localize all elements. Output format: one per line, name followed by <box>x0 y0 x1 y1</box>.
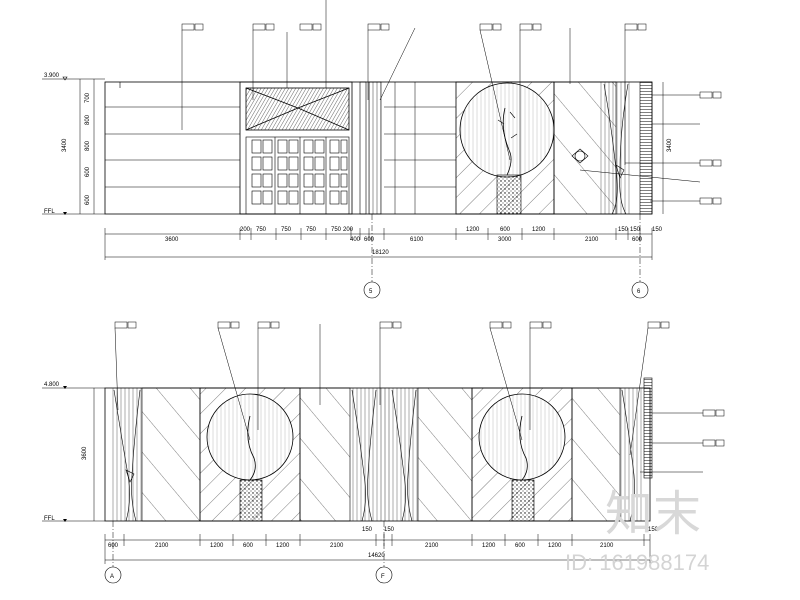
lower-level-marks: 4.800 FFL 3600 <box>42 382 105 522</box>
upper-cabinet <box>239 81 353 215</box>
lower-dim: 150 <box>362 527 373 533</box>
upper-column <box>359 81 382 215</box>
upper-dim: 150 <box>652 227 663 233</box>
lower-curtain-right <box>620 377 653 522</box>
upper-height-total: 3400 <box>62 138 68 152</box>
upper-feature-wall <box>455 81 555 215</box>
upper-height-right: 3400 <box>667 138 673 152</box>
upper-height-seg: 600 <box>85 166 91 177</box>
lower-dim-total: 14620 <box>368 553 385 559</box>
upper-dim: 6100 <box>410 237 424 243</box>
lower-dim: 150 <box>384 527 395 533</box>
upper-dim: 1200 <box>532 227 546 233</box>
upper-height-segments: 700 800 800 600 600 <box>85 92 91 205</box>
upper-level-label: 3.900 <box>44 73 60 79</box>
upper-dim: 750 <box>256 227 267 233</box>
upper-height-seg: 700 <box>85 92 91 103</box>
lower-dim: 600 <box>243 543 254 549</box>
upper-dim: 1200 <box>466 227 480 233</box>
upper-fixture-icon <box>571 148 589 164</box>
lower-dim: 600 <box>108 543 119 549</box>
upper-elevation: 3.900 FFL 3400 700 800 800 600 600 <box>42 0 722 299</box>
upper-dimension-line: 3600 200 750 750 750 750 200 400 600 610… <box>104 227 663 260</box>
upper-dim: 200 <box>240 227 251 233</box>
lower-dim: 1200 <box>276 543 290 549</box>
lower-curtain-left <box>112 388 142 522</box>
upper-dim: 600 <box>500 227 511 233</box>
upper-curtain <box>600 81 653 215</box>
upper-height-seg: 800 <box>85 140 91 151</box>
upper-middle-panels <box>384 82 456 214</box>
lower-elevation: 4.800 FFL 3600 <box>42 321 725 584</box>
lower-dim: 1200 <box>548 543 562 549</box>
watermark-logo: 知末 <box>605 488 701 541</box>
lower-height-total: 3600 <box>82 446 88 460</box>
watermark: 知末 ID: 161988174 <box>565 488 709 575</box>
upper-dim: 3000 <box>498 237 512 243</box>
upper-floor-label: FFL <box>44 209 55 215</box>
upper-callouts <box>181 0 722 205</box>
upper-level-marks: 3.900 FFL 3400 700 800 800 600 600 <box>42 73 105 215</box>
lower-dim: 600 <box>515 543 526 549</box>
lower-dim: 2100 <box>425 543 439 549</box>
lower-dim: 2100 <box>330 543 344 549</box>
upper-axis-markers: 5 6 <box>363 214 649 299</box>
upper-dim: 150 <box>630 227 641 233</box>
lower-level-label: 4.800 <box>44 382 60 388</box>
upper-dim: 200 <box>343 227 354 233</box>
lower-dim: 150 <box>648 527 659 533</box>
lower-dim: 2100 <box>155 543 169 549</box>
lower-feature-wall-right <box>471 387 573 522</box>
lower-dim: 2100 <box>600 543 614 549</box>
upper-dim: 750 <box>306 227 317 233</box>
upper-axis-left: 5 <box>369 289 373 295</box>
upper-dim: 600 <box>364 237 375 243</box>
upper-height-seg: 800 <box>85 114 91 125</box>
upper-dim: 3600 <box>165 237 179 243</box>
lower-axis-markers: A F <box>104 521 393 584</box>
lower-axis-left: A <box>110 574 114 580</box>
upper-dim: 750 <box>331 227 342 233</box>
lower-curtain-middle <box>350 388 418 522</box>
lower-feature-wall-left <box>199 387 301 522</box>
upper-dim: 600 <box>632 237 643 243</box>
lower-callouts <box>114 321 725 473</box>
upper-wall-panels <box>105 82 240 188</box>
upper-dim: 150 <box>618 227 629 233</box>
lower-floor-label: FFL <box>44 516 55 522</box>
upper-dim-total: 18120 <box>372 250 389 256</box>
lower-dimension-line: 600 2100 1200 600 1200 2100 150 150 2100… <box>104 527 659 564</box>
watermark-id: ID: 161988174 <box>565 550 709 575</box>
upper-dim: 400 <box>350 237 361 243</box>
lower-dim: 1200 <box>210 543 224 549</box>
lower-axis-right: F <box>381 574 385 580</box>
upper-dim: 750 <box>281 227 292 233</box>
lower-dim: 1200 <box>482 543 496 549</box>
upper-height-seg: 600 <box>85 194 91 205</box>
upper-dim: 2100 <box>585 237 599 243</box>
upper-axis-right: 6 <box>637 289 641 295</box>
